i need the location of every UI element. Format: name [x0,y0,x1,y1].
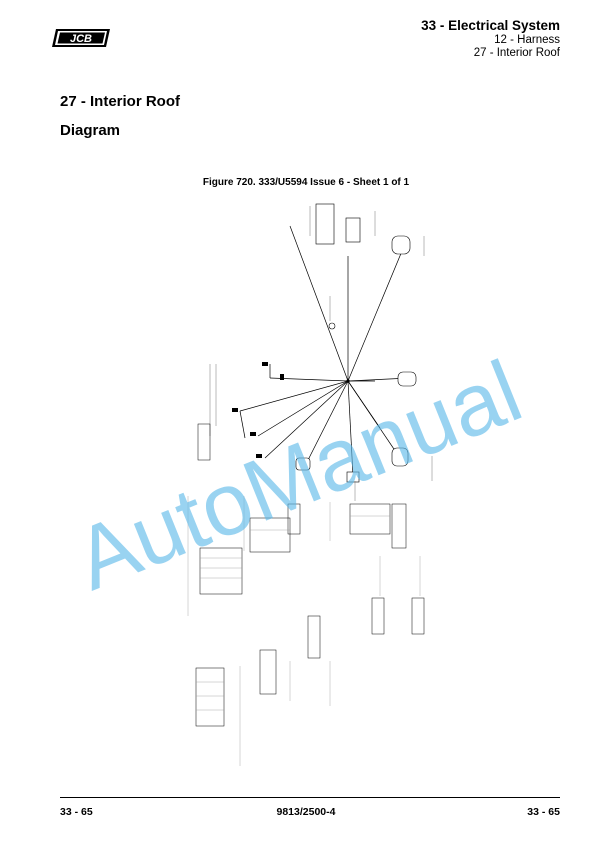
footer-page-right: 33 - 65 [527,806,560,818]
harness-diagram [187,203,433,766]
logo-text: JCB [70,33,92,45]
footer-doc-number: 9813/2500-4 [276,806,336,818]
figure-caption: Figure 720. 333/U5594 Issue 6 - Sheet 1 … [202,177,410,188]
page-subtitle: Diagram [60,122,121,139]
page-title: 27 - Interior Roof [60,93,181,110]
topic-title: 27 - Interior Roof [473,47,560,59]
footer-page-left: 33 - 65 [60,806,93,818]
section-title: 33 - Electrical System [421,18,560,33]
footer-rule [60,797,560,798]
subsection-title: 12 - Harness [494,34,560,46]
jcb-logo: JCB [52,29,110,47]
page-header: 33 - Electrical System 12 - Harness 27 -… [421,18,560,60]
